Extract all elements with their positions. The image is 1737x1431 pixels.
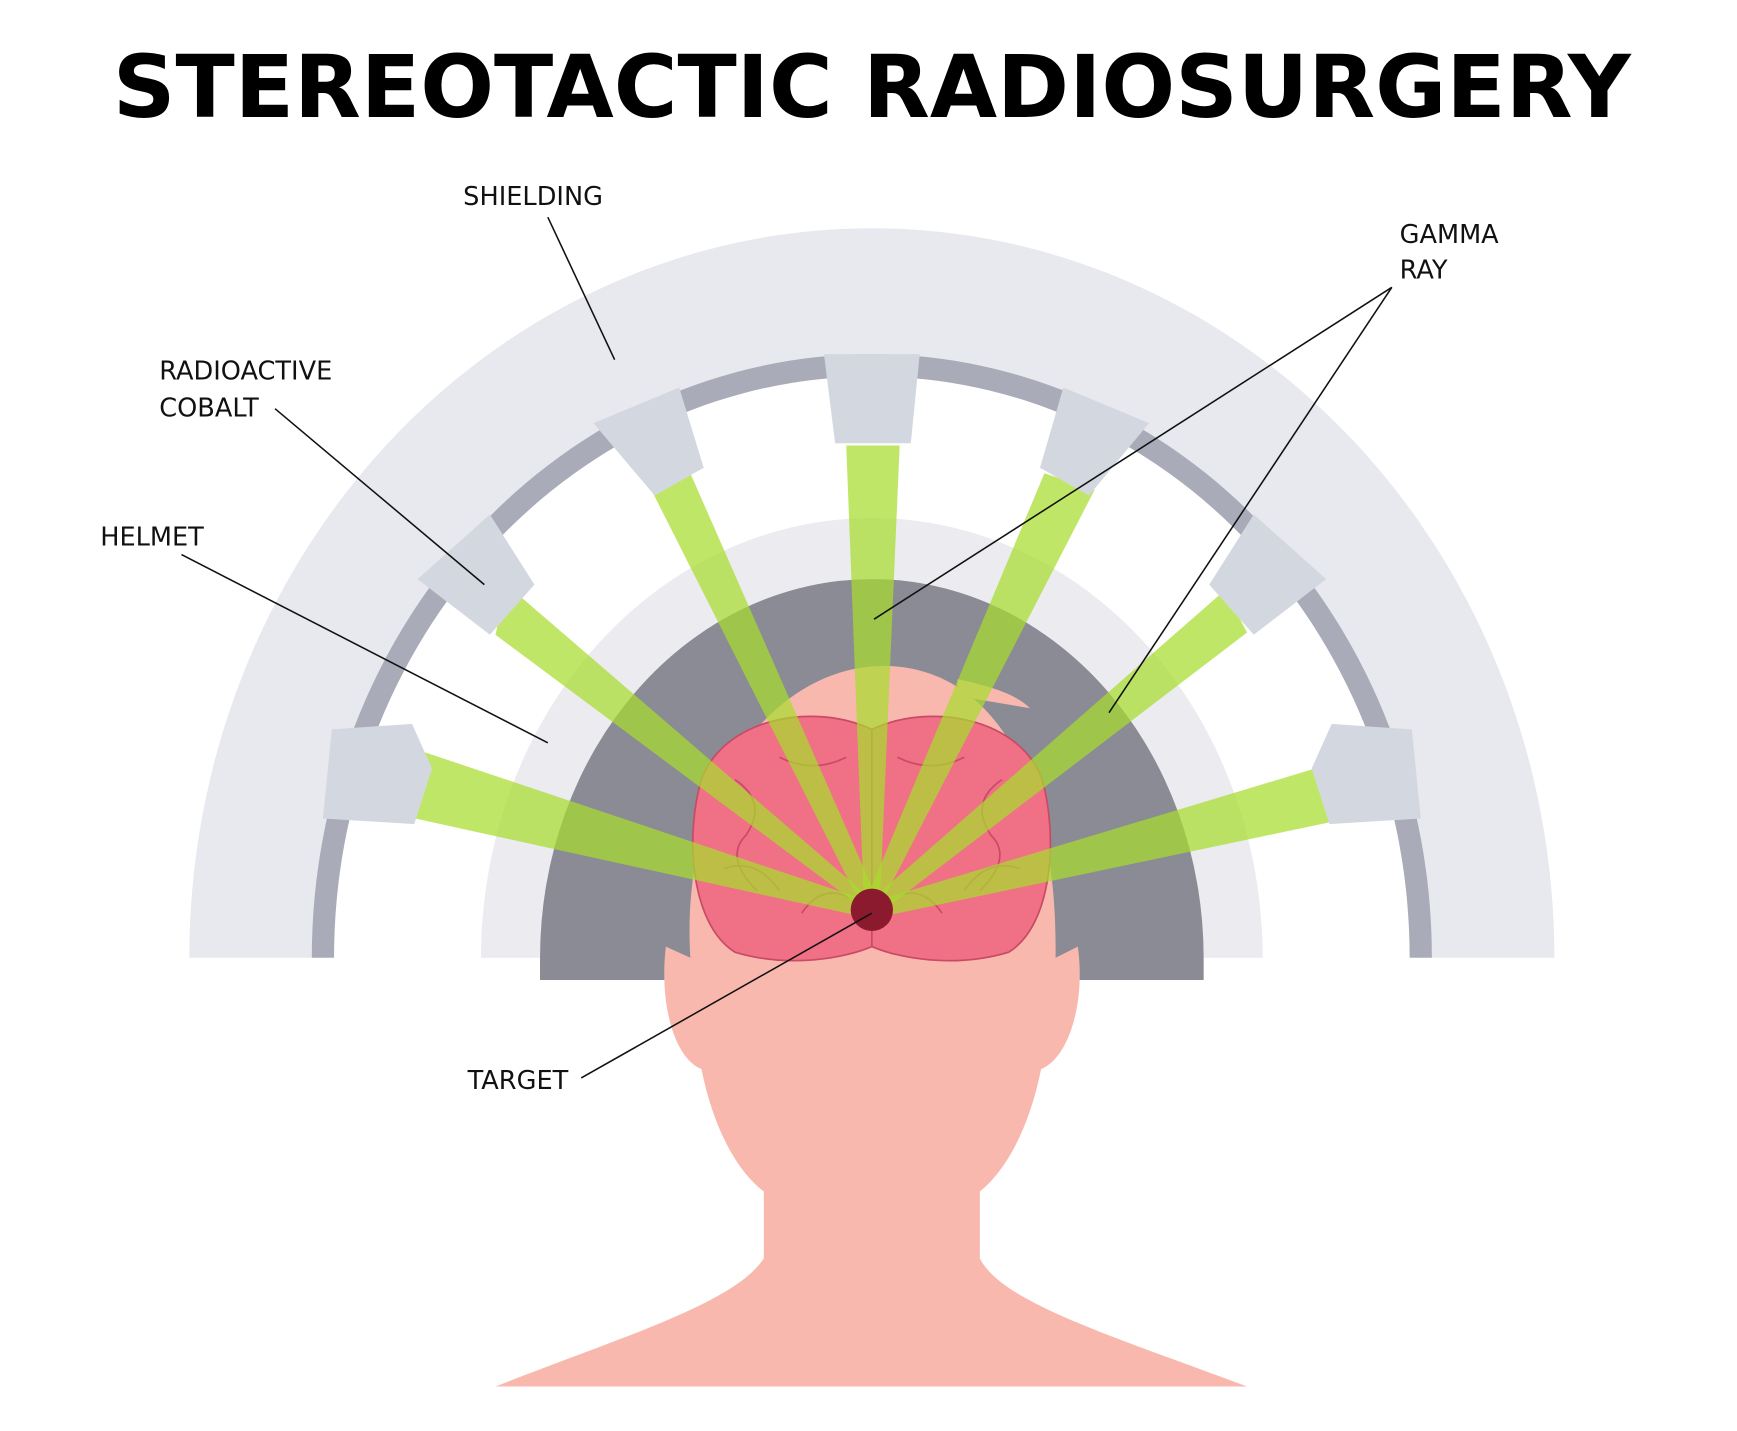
title: STEREOTACTIC RADIOSURGERY <box>113 37 1632 138</box>
beam <box>846 445 900 908</box>
label-helmet: HELMET <box>100 523 204 553</box>
leader-line <box>873 286 1393 620</box>
label-target: TARGET <box>467 1066 569 1096</box>
beam <box>866 590 1248 914</box>
beam <box>871 766 1332 919</box>
leader-line <box>580 912 873 1079</box>
radioactive-cobalt-sources <box>322 354 1421 825</box>
leader-line <box>1108 286 1393 714</box>
beam <box>495 584 878 911</box>
beam <box>651 473 880 911</box>
leader-line <box>274 408 485 586</box>
label-gamma-ray-2: RAY <box>1400 255 1448 285</box>
beam <box>415 751 872 919</box>
gamma-ray-beams <box>415 445 1332 919</box>
target-point <box>850 888 893 931</box>
label-radioactive-cobalt-1: RADIOACTIVE <box>159 357 332 387</box>
label-radioactive-cobalt-2: COBALT <box>159 393 259 423</box>
beam <box>864 473 1095 911</box>
label-shielding: SHIELDING <box>463 182 603 212</box>
leader-line <box>547 216 616 361</box>
collimator <box>322 723 433 825</box>
collimator <box>1039 387 1150 496</box>
collimator <box>823 354 920 444</box>
shielding <box>189 228 1555 958</box>
label-gamma-ray-1: GAMMA <box>1400 220 1500 250</box>
collimator <box>1209 514 1327 635</box>
collimator <box>1311 723 1421 825</box>
collimator <box>417 514 535 635</box>
collimator <box>593 387 704 496</box>
leader-line <box>181 553 549 744</box>
head <box>495 665 1248 1387</box>
